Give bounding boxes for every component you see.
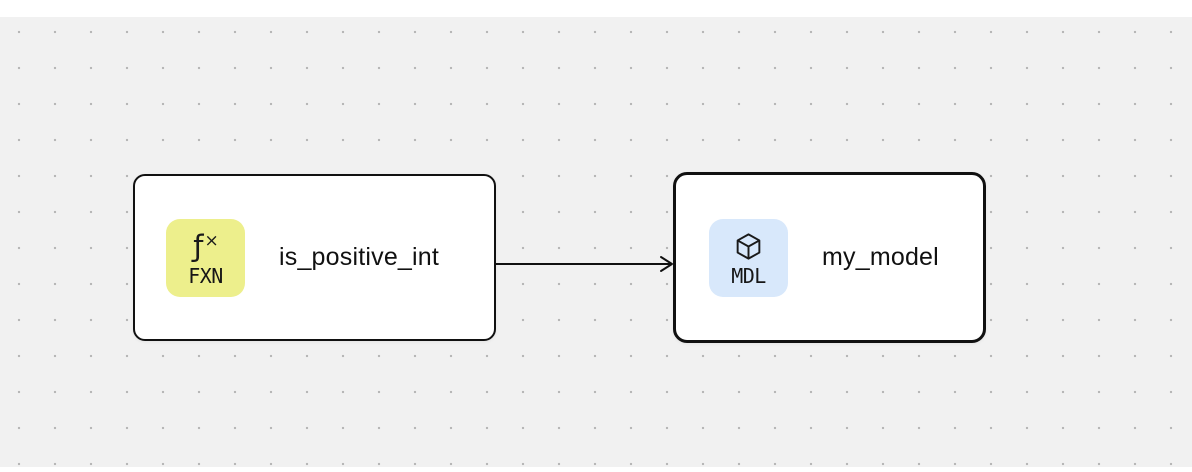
function-glyph-x: × (204, 230, 219, 251)
function-badge-label: FXN (188, 264, 223, 288)
node-is-positive-int[interactable]: ƒ× FXN is_positive_int (133, 174, 496, 341)
function-icon: ƒ× (193, 228, 219, 264)
dot-grid-canvas[interactable]: ƒ× FXN is_positive_int MDL (0, 17, 1192, 467)
node-label-my-model: my_model (822, 243, 939, 271)
model-badge-label: MDL (731, 264, 766, 288)
node-my-model[interactable]: MDL my_model (673, 172, 986, 343)
node-label-is-positive-int: is_positive_int (279, 243, 440, 271)
function-badge: ƒ× FXN (166, 218, 245, 297)
model-badge: MDL (709, 218, 788, 297)
cube-icon (733, 228, 764, 264)
arrowhead-icon (660, 256, 673, 272)
function-glyph-f: ƒ (193, 228, 204, 263)
edge-is-positive-int-to-my-model[interactable] (495, 253, 677, 275)
